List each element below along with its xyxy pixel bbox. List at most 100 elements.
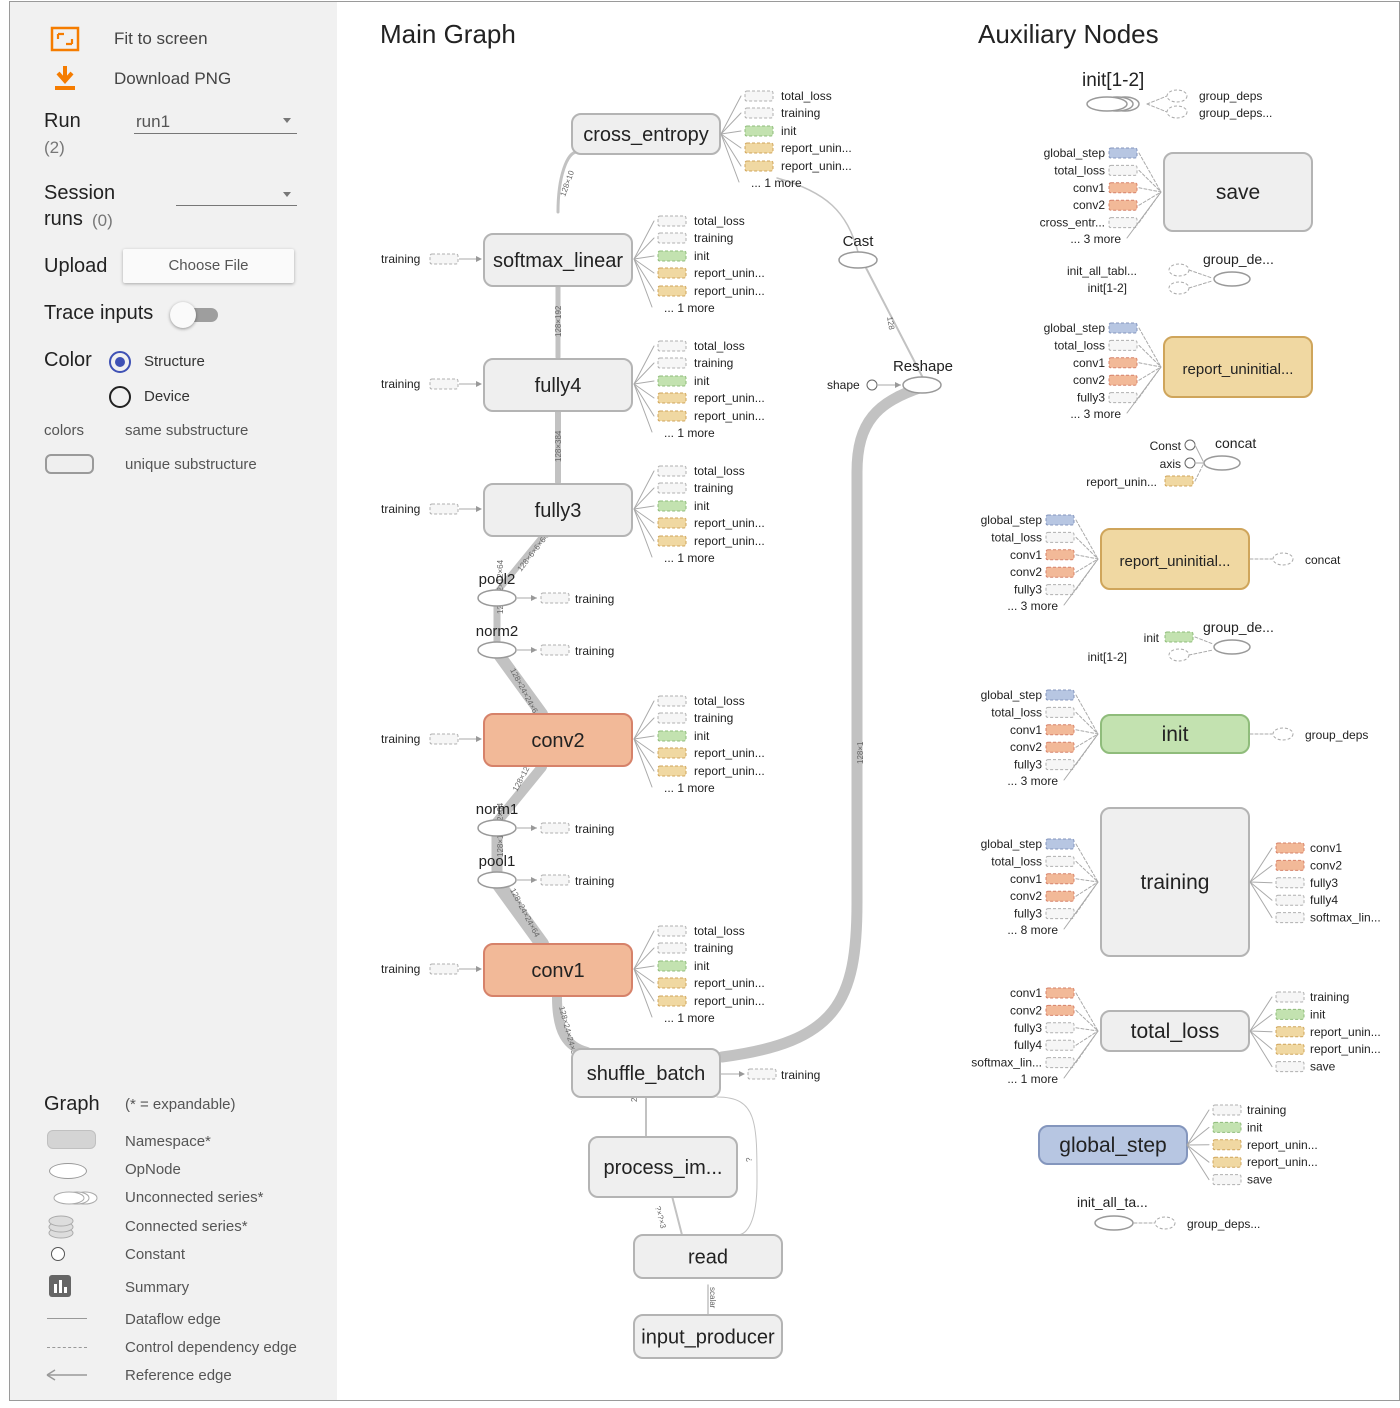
init12-series[interactable]	[1086, 96, 1128, 112]
aux-input-port[interactable]	[1045, 741, 1075, 753]
download-icon[interactable]	[54, 64, 76, 97]
training-port[interactable]	[429, 503, 459, 515]
concat-out-node[interactable]	[1272, 552, 1294, 566]
aux-input-port[interactable]	[1108, 217, 1138, 229]
output-port[interactable]	[657, 695, 687, 707]
aux-output-port[interactable]	[1212, 1104, 1242, 1116]
aux-node-report-uninit-2[interactable]: report_uninitial...	[1100, 528, 1250, 590]
choose-file-button[interactable]: Choose File	[123, 249, 294, 283]
output-port[interactable]	[657, 960, 687, 972]
opnode-cast[interactable]	[838, 251, 878, 269]
node-input-producer[interactable]: input_producer	[633, 1314, 783, 1359]
aux-output-port[interactable]	[1212, 1121, 1242, 1133]
output-port[interactable]	[657, 995, 687, 1007]
aux-output-port[interactable]	[1212, 1174, 1242, 1186]
aux-node-total-loss[interactable]: total_loss	[1100, 1010, 1250, 1052]
aux-output-port[interactable]	[1275, 1043, 1305, 1055]
output-port[interactable]	[657, 250, 687, 262]
training-port[interactable]	[429, 253, 459, 265]
aux-input-port[interactable]	[1045, 1057, 1075, 1069]
training-port[interactable]	[429, 733, 459, 745]
aux-output-port[interactable]	[1275, 1026, 1305, 1038]
aux-input-port[interactable]	[1108, 199, 1138, 211]
fit-to-screen-icon[interactable]	[50, 26, 80, 57]
node-conv2[interactable]: conv2	[483, 713, 633, 767]
training-port[interactable]	[540, 874, 570, 886]
node-fully4[interactable]: fully4	[483, 358, 633, 412]
aux-input-port[interactable]	[1045, 890, 1075, 902]
init-all-ta-node[interactable]	[1094, 1215, 1134, 1231]
group-deps-node[interactable]	[1166, 105, 1188, 119]
aux-node-global-step[interactable]: global_step	[1038, 1125, 1188, 1165]
init-all-tabl-node[interactable]	[1168, 263, 1190, 277]
aux-output-port[interactable]	[1275, 859, 1305, 871]
aux-input-port[interactable]	[1045, 584, 1075, 596]
aux-input-port[interactable]	[1108, 182, 1138, 194]
aux-output-port[interactable]	[1275, 842, 1305, 854]
trace-inputs-toggle[interactable]	[170, 302, 220, 328]
opnode-norm1[interactable]	[477, 819, 517, 837]
aux-output-port[interactable]	[1275, 894, 1305, 906]
output-port[interactable]	[657, 765, 687, 777]
opnode-pool2[interactable]	[477, 589, 517, 607]
download-png-button[interactable]: Download PNG	[114, 69, 232, 88]
aux-input-port[interactable]	[1045, 759, 1075, 771]
output-port[interactable]	[657, 500, 687, 512]
output-port[interactable]	[657, 340, 687, 352]
output-port[interactable]	[657, 925, 687, 937]
group-de-node[interactable]	[1213, 639, 1251, 655]
aux-output-port[interactable]	[1275, 991, 1305, 1003]
node-read[interactable]: read	[633, 1234, 783, 1279]
output-port[interactable]	[657, 517, 687, 529]
aux-output-port[interactable]	[1275, 912, 1305, 924]
aux-output-port[interactable]	[1275, 1061, 1305, 1073]
output-port[interactable]	[657, 410, 687, 422]
output-port[interactable]	[657, 747, 687, 759]
init12-small-node[interactable]	[1168, 281, 1190, 295]
aux-input-port[interactable]	[1045, 1039, 1075, 1051]
aux-output-port[interactable]	[1275, 877, 1305, 889]
node-conv1[interactable]: conv1	[483, 943, 633, 997]
aux-input-port[interactable]	[1045, 724, 1075, 736]
opnode-reshape[interactable]	[902, 376, 942, 394]
aux-node-init[interactable]: init	[1100, 714, 1250, 754]
group-deps-out-node[interactable]	[1272, 727, 1294, 741]
aux-input-port[interactable]	[1108, 392, 1138, 404]
output-port[interactable]	[657, 482, 687, 494]
node-softmax-linear[interactable]: softmax_linear	[483, 233, 633, 287]
output-port[interactable]	[657, 215, 687, 227]
output-port[interactable]	[657, 977, 687, 989]
node-process-image[interactable]: process_im...	[588, 1136, 738, 1198]
group-deps-node[interactable]	[1154, 1216, 1176, 1230]
output-port[interactable]	[657, 267, 687, 279]
aux-input-port[interactable]	[1045, 514, 1075, 526]
output-port[interactable]	[657, 392, 687, 404]
init-port[interactable]	[1164, 631, 1194, 643]
opnode-pool1[interactable]	[477, 871, 517, 889]
aux-input-port[interactable]	[1045, 1022, 1075, 1034]
training-port[interactable]	[540, 592, 570, 604]
aux-input-port[interactable]	[1108, 357, 1138, 369]
aux-output-port[interactable]	[1275, 1008, 1305, 1020]
init12-small-node[interactable]	[1168, 648, 1190, 662]
run-select[interactable]: run1	[134, 110, 297, 134]
training-port[interactable]	[429, 963, 459, 975]
output-port[interactable]	[657, 232, 687, 244]
aux-input-port[interactable]	[1108, 164, 1138, 176]
aux-input-port[interactable]	[1045, 549, 1075, 561]
aux-input-port[interactable]	[1045, 566, 1075, 578]
output-port[interactable]	[744, 160, 774, 172]
group-de-node[interactable]	[1213, 271, 1251, 287]
aux-input-port[interactable]	[1045, 855, 1075, 867]
aux-input-port[interactable]	[1045, 987, 1075, 999]
training-port[interactable]	[540, 822, 570, 834]
output-port[interactable]	[657, 535, 687, 547]
aux-input-port[interactable]	[1045, 873, 1075, 885]
aux-output-port[interactable]	[1212, 1156, 1242, 1168]
training-port[interactable]	[747, 1068, 777, 1080]
aux-input-port[interactable]	[1108, 322, 1138, 334]
output-port[interactable]	[657, 285, 687, 297]
aux-node-save[interactable]: save	[1163, 152, 1313, 232]
structure-radio[interactable]	[109, 351, 131, 373]
